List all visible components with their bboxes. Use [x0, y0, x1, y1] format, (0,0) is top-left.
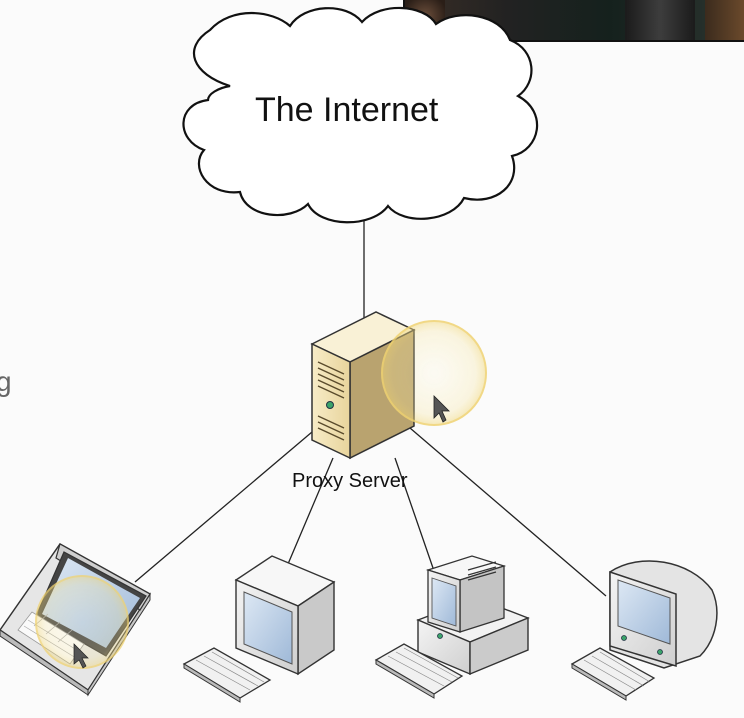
- line-proxy-laptop: [134, 431, 313, 583]
- desktop-computer-icon: [182, 555, 336, 703]
- laptop-icon: [0, 543, 152, 697]
- proxy-server-label: Proxy Server: [292, 470, 408, 492]
- connection-lines: [134, 220, 607, 597]
- cloud-title: The Internet: [255, 91, 439, 129]
- imac-icon: [570, 560, 718, 701]
- line-proxy-desktop: [287, 457, 334, 565]
- partial-slide-glyph: g: [0, 366, 12, 397]
- line-proxy-imac: [409, 427, 607, 597]
- cursor-icon: [433, 395, 450, 423]
- internet-cloud: [182, 6, 539, 224]
- laptop-cursor-highlight: [35, 575, 129, 669]
- line-proxy-workstation: [394, 457, 434, 569]
- workstation-icon: [374, 555, 530, 699]
- cursor-highlight: [381, 320, 487, 426]
